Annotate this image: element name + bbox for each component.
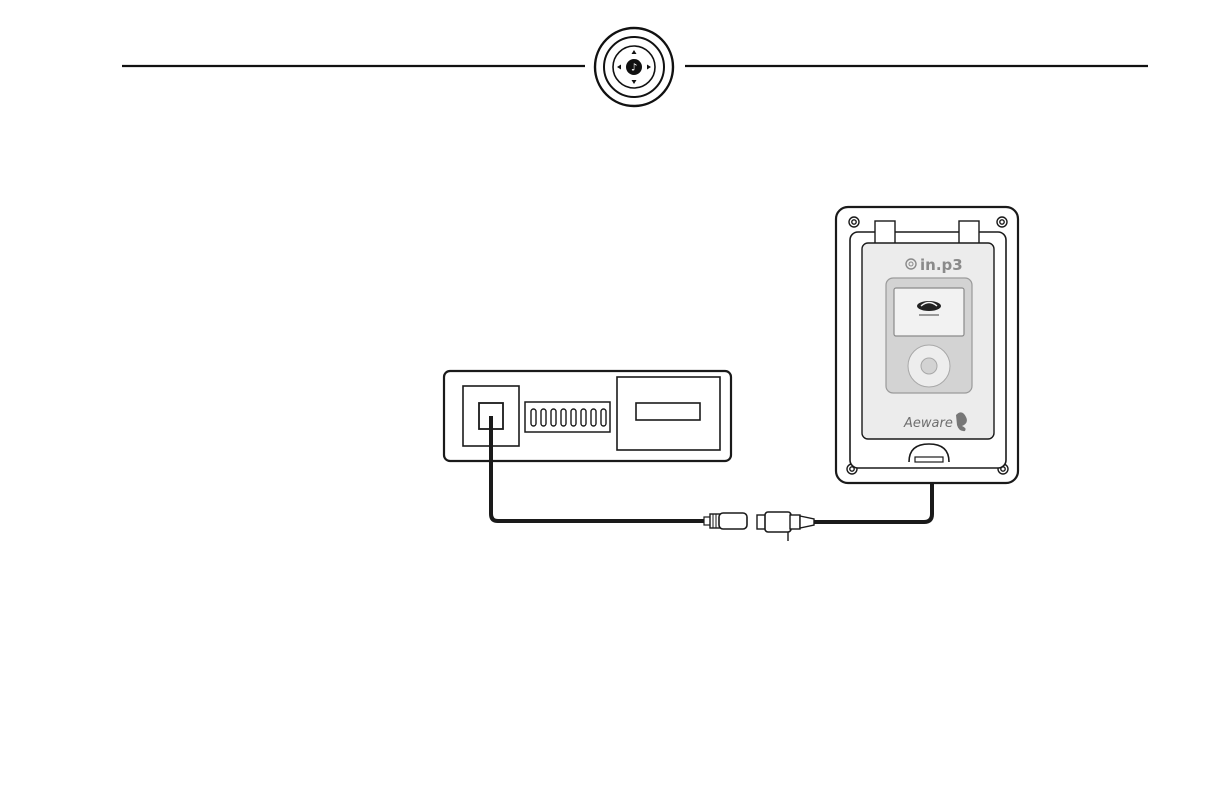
head-unit-button-bank [525,402,610,432]
maker-mark-text: Aeware [903,416,953,431]
music-note-dpad-icon: ♪ [595,28,673,106]
inp3-dock: in.p3 Aeware [836,207,1018,483]
rca-socket-connector [757,512,814,541]
brand-text: in.p3 [920,256,963,274]
cable-right [814,480,932,522]
player-center-button [921,358,937,374]
svg-text:♪: ♪ [631,63,637,74]
player-screen [894,288,964,336]
head-unit [444,371,731,461]
dock-latch [915,457,943,462]
head-unit-display-slot [636,403,700,420]
jack-plug-connector [704,513,747,529]
mp3-player [886,278,972,393]
